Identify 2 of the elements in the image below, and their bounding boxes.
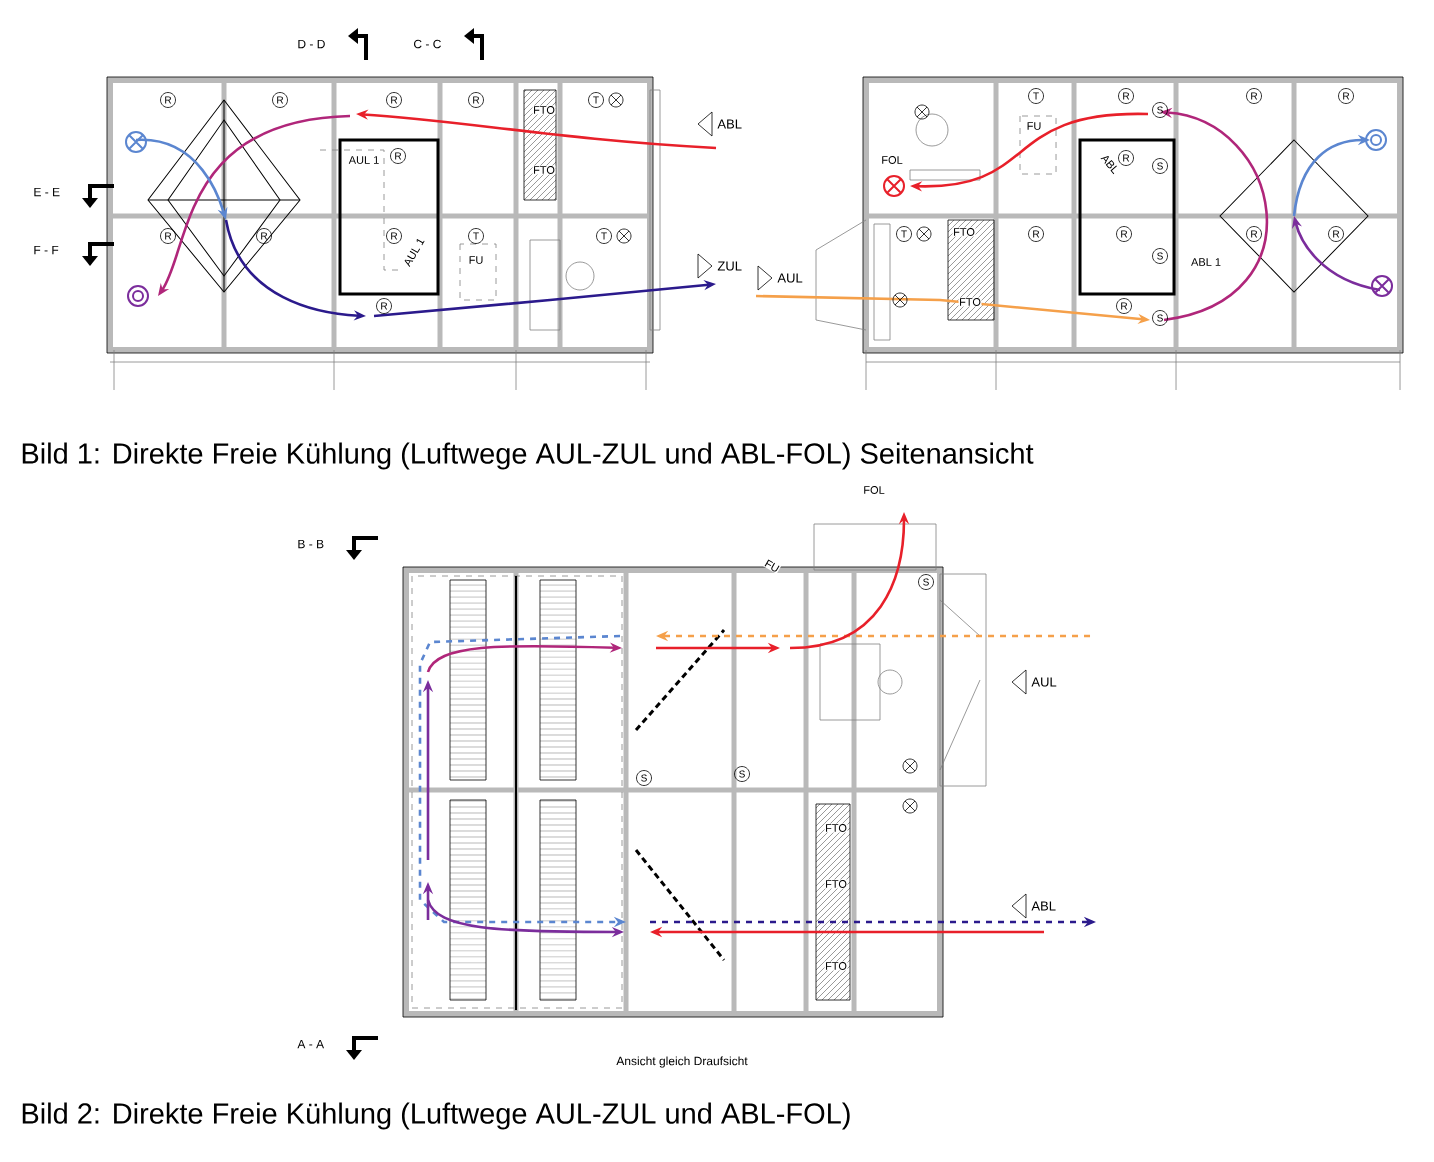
figure-caption: Bild 1: Direkte Freie Kühlung (Luftwege AUL-ZUL und ABL-FOL) Seitenansicht bbox=[22, 442, 1034, 470]
figure-caption: Bild 2: Direkte Freie Kühlung (Luftwege AUL-ZUL und ABL-FOL) bbox=[22, 1102, 850, 1130]
